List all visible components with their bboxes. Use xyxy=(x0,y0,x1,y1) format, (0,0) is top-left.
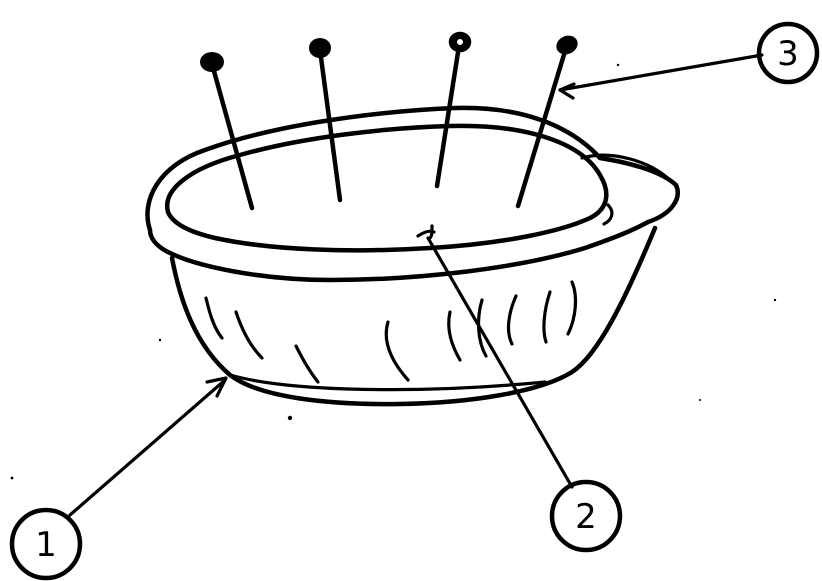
rib-9 xyxy=(568,282,575,334)
callout-3-label: 3 xyxy=(777,34,799,74)
callout-1-label: 1 xyxy=(35,525,57,565)
leader-1 xyxy=(70,380,225,515)
pin-4 xyxy=(518,32,581,206)
pin-1 xyxy=(200,52,252,208)
callout-2: 2 xyxy=(552,482,620,550)
pins xyxy=(200,32,581,208)
callout-3: 3 xyxy=(759,24,817,82)
callout-1: 1 xyxy=(12,510,80,578)
dish xyxy=(147,108,677,404)
cushion-mark xyxy=(418,226,434,238)
leader-3 xyxy=(560,55,762,90)
rib-3 xyxy=(296,346,318,382)
leader-2 xyxy=(428,238,572,487)
rib-7 xyxy=(509,296,516,344)
callout-2-label: 2 xyxy=(575,497,597,537)
dish-spout-lip xyxy=(604,205,612,224)
scan-specks xyxy=(11,64,777,480)
rib-5 xyxy=(449,312,460,360)
rib-1 xyxy=(206,298,222,338)
rib-8 xyxy=(544,292,550,342)
leader-3-arrow xyxy=(560,84,574,98)
rib-2 xyxy=(236,312,262,358)
dish-base-edge xyxy=(230,375,545,390)
leader-lines xyxy=(70,55,762,515)
dish-outer-rim xyxy=(147,108,677,280)
rib-4 xyxy=(386,322,408,380)
